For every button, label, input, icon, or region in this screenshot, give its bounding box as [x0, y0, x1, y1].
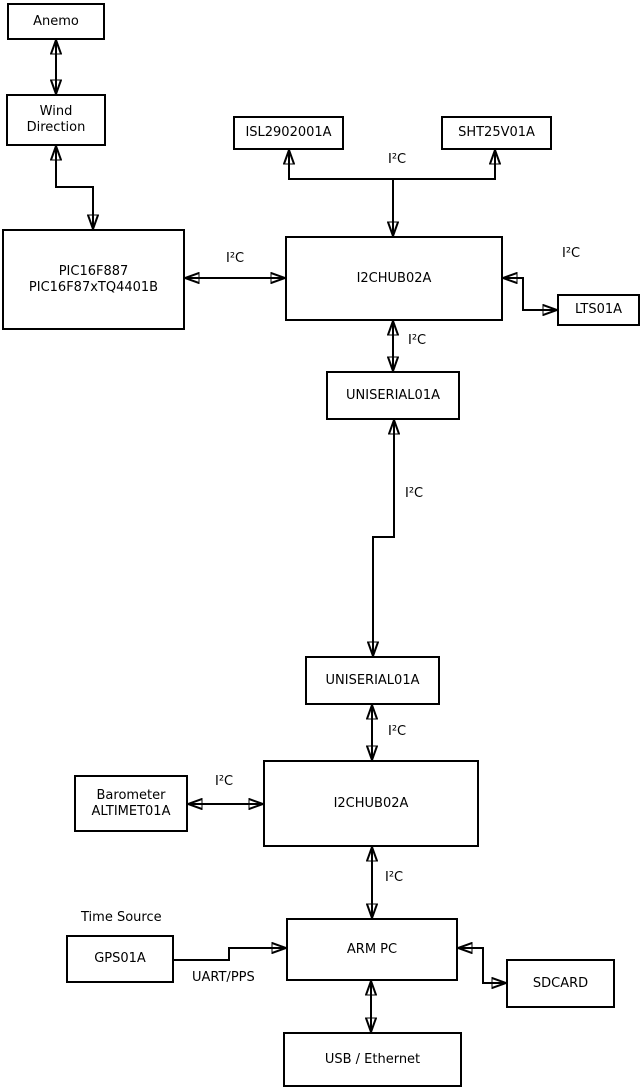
box-uniserial-1-label: UNISERIAL01A	[346, 387, 440, 403]
box-usb-ethernet: USB / Ethernet	[283, 1032, 462, 1087]
box-sdcard: SDCARD	[506, 959, 615, 1008]
label-i2c-uniserial-link: I²C	[405, 486, 424, 501]
label-uart-pps: UART/PPS	[192, 970, 255, 985]
box-wind-direction-label: Wind Direction	[26, 104, 86, 135]
label-i2c-barometer-hub2: I²C	[215, 774, 234, 789]
label-i2c-pic-hub1: I²C	[226, 251, 245, 266]
box-uniserial-2-label: UNISERIAL01A	[325, 672, 420, 688]
connector-armpc-sdcard	[458, 948, 506, 983]
box-lts-label: LTS01A	[574, 302, 623, 317]
box-i2chub-1-label: I2CHUB02A	[356, 270, 432, 286]
label-i2c-hub1-lts: I²C	[562, 246, 581, 261]
box-arm-pc: ARM PC	[286, 918, 458, 981]
box-sht-label: SHT25V01A	[458, 125, 535, 140]
box-i2chub-2: I2CHUB02A	[263, 760, 479, 847]
box-pic: PIC16F887 PIC16F87xTQ4401B	[2, 229, 185, 330]
box-barometer: Barometer ALTIMET01A	[74, 775, 188, 832]
label-i2c-hub1-uniserial1: I²C	[408, 333, 427, 348]
box-uniserial-2: UNISERIAL01A	[305, 656, 440, 705]
box-uniserial-1: UNISERIAL01A	[326, 371, 460, 420]
connector-uniserial1-uniserial2	[373, 420, 394, 656]
box-usb-ethernet-label: USB / Ethernet	[324, 1051, 421, 1067]
box-anemo-label: Anemo	[33, 13, 79, 29]
connector-gps-armpc	[174, 948, 286, 961]
label-time-source: Time Source	[81, 910, 162, 925]
box-pic-label: PIC16F887 PIC16F87xTQ4401B	[28, 263, 159, 295]
label-i2c-hub2-armpc: I²C	[385, 870, 404, 885]
box-lts: LTS01A	[557, 294, 640, 326]
box-arm-pc-label: ARM PC	[346, 941, 398, 957]
box-wind-direction: Wind Direction	[6, 94, 106, 146]
box-anemo: Anemo	[7, 3, 105, 40]
box-sdcard-label: SDCARD	[532, 975, 589, 991]
connector-i2chub1-lts	[503, 278, 557, 310]
box-isl: ISL2902001A	[233, 116, 344, 150]
box-isl-label: ISL2902001A	[245, 125, 332, 140]
label-i2c-uniserial2-hub2: I²C	[388, 724, 407, 739]
box-barometer-label: Barometer ALTIMET01A	[91, 787, 171, 819]
box-gps-label: GPS01A	[94, 951, 146, 966]
box-i2chub-1: I2CHUB02A	[285, 236, 503, 321]
connector-winddirection-pic	[56, 146, 93, 229]
label-i2c-sensor-branch: I²C	[388, 152, 407, 167]
box-gps: GPS01A	[66, 935, 174, 983]
box-i2chub-2-label: I2CHUB02A	[333, 795, 409, 811]
box-sht: SHT25V01A	[441, 116, 552, 150]
